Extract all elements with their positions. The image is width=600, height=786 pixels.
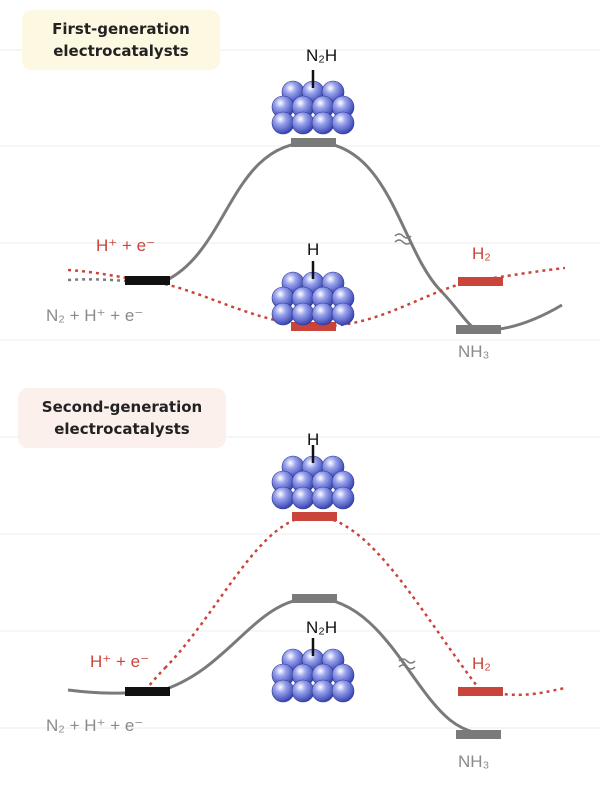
panel-1-mid-species: H (307, 240, 320, 259)
catalyst-atom (311, 486, 335, 510)
panel-2-left-red-label: H⁺ + e⁻ (90, 652, 150, 671)
panel-2-top-species: H (307, 430, 320, 449)
catalyst-atom (331, 302, 355, 326)
panel-2-title-line1: Second-generation (41, 398, 203, 416)
panel-2-level-h2 (458, 687, 503, 696)
panel-1-title-line2: electrocatalysts (53, 42, 189, 60)
catalyst-atom (331, 679, 355, 703)
panel-1-left-red-label: H⁺ + e⁻ (96, 236, 156, 255)
catalyst-atom (271, 486, 295, 510)
catalyst-atom (311, 302, 335, 326)
panel-2-axis-break (398, 658, 416, 670)
catalyst-atom (271, 111, 295, 135)
panel-2-level-initial (125, 687, 170, 696)
panel-2-right-gray-label: NH₃ (458, 752, 490, 771)
catalyst-atom (311, 679, 335, 703)
catalyst-atom (291, 486, 315, 510)
panel-1-level-h2 (458, 277, 503, 286)
panel-1-mid-cluster (271, 261, 355, 326)
panel-2-left-gray-label: N₂ + H⁺ + e⁻ (46, 716, 144, 735)
panel-1-left-gray-label: N₂ + H⁺ + e⁻ (46, 306, 144, 325)
panel-2-her-path (164, 514, 566, 697)
panel-2-right-red-label: H₂ (472, 654, 491, 673)
panel-1-axis-break (394, 233, 412, 245)
panel-2-title-line2: electrocatalysts (54, 420, 190, 438)
panel-1-top-species: N₂H (306, 46, 338, 65)
catalyst-atom (271, 679, 295, 703)
catalyst-atom (271, 302, 295, 326)
catalyst-atom (291, 302, 315, 326)
panel-1-right-red-label: H₂ (472, 244, 491, 263)
panel-2-top-cluster (271, 445, 355, 510)
panel-1-title: First-generation electrocatalysts (22, 10, 220, 70)
panel-1-curves (67, 138, 566, 334)
catalyst-atom (331, 486, 355, 510)
panel-1-top-cluster (271, 70, 355, 135)
panel-1-level-nh3 (456, 325, 501, 334)
panel-1-level-initial (125, 276, 170, 285)
catalyst-atom (291, 111, 315, 135)
panel-1-level-ts-nrr (291, 138, 336, 147)
panel-2-title: Second-generation electrocatalysts (18, 388, 226, 448)
panel-2-level-nh3 (456, 730, 501, 739)
panel-1-right-gray-label: NH₃ (458, 342, 490, 361)
panel-2-mid-species: N₂H (306, 618, 338, 637)
panel-2-level-h-ts (292, 512, 337, 521)
catalyst-atom (311, 111, 335, 135)
catalyst-atom (331, 111, 355, 135)
panel-2-level-n2h (292, 594, 337, 603)
panel-1-level-h-intermediate (291, 322, 336, 331)
panel-2-mid-cluster (271, 638, 355, 703)
panel-1-nrr-path (164, 140, 563, 332)
panel-1-title-line1: First-generation (52, 20, 190, 38)
panel-2-curves (67, 512, 566, 739)
catalyst-atom (291, 679, 315, 703)
